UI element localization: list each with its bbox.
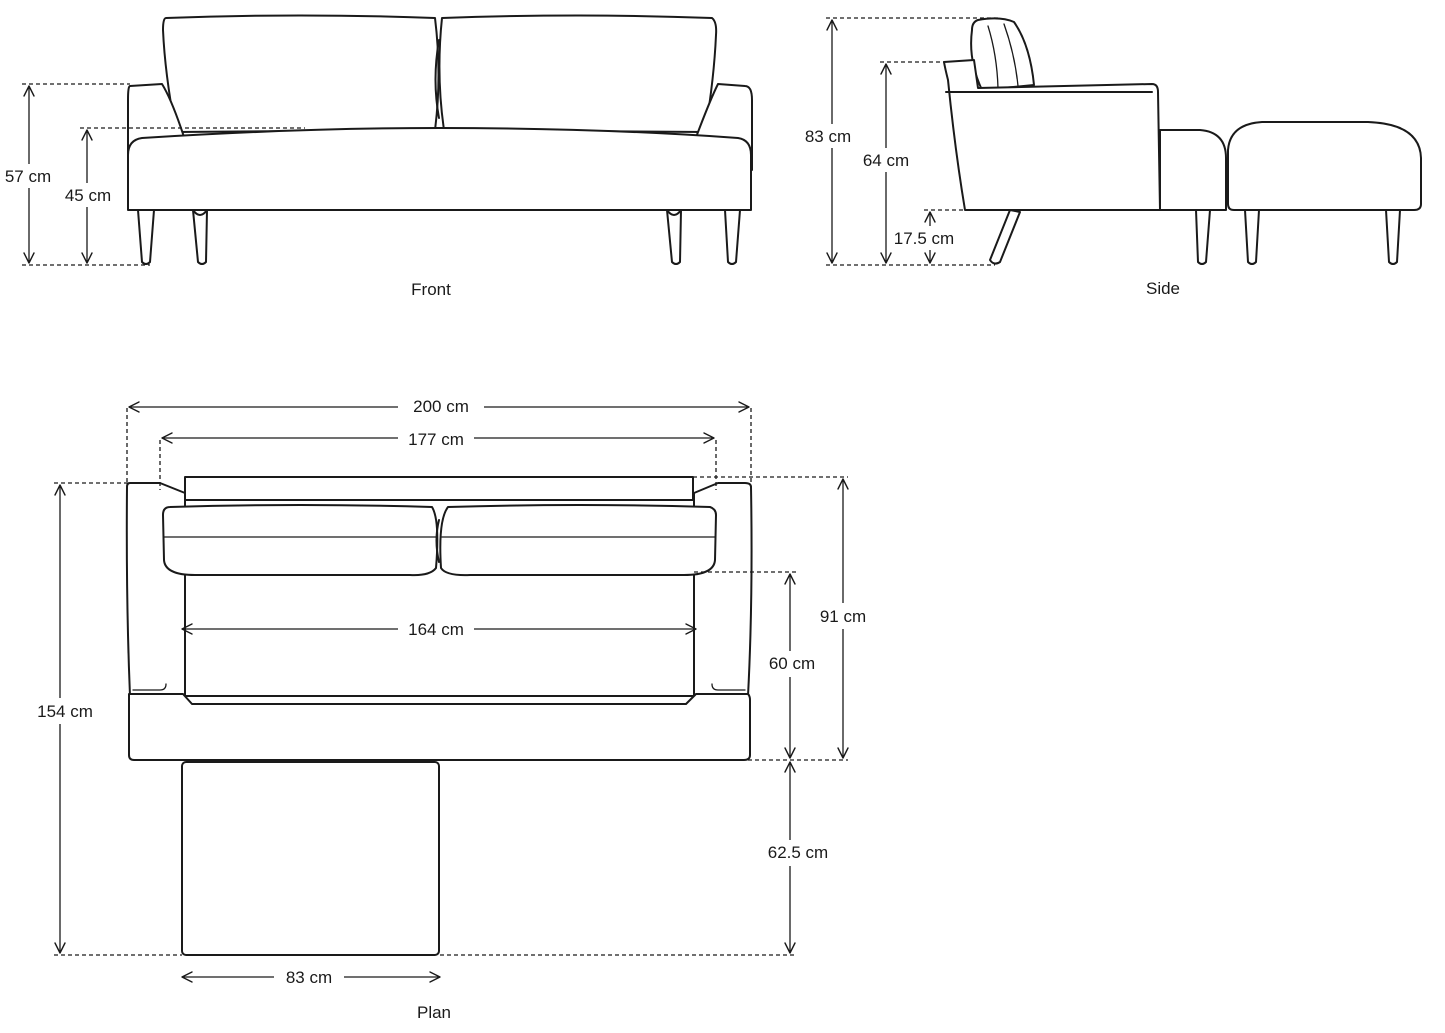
plan-sofa-depth-label: 91 cm — [820, 607, 866, 626]
plan-ottoman-width-label: 83 cm — [286, 968, 332, 987]
side-ottoman — [1227, 121, 1422, 211]
front-seat-height-label: 45 cm — [65, 186, 111, 205]
plan-view-title: Plan — [417, 1003, 451, 1022]
side-seat-front — [1159, 129, 1227, 211]
plan-total-width-label: 200 cm — [413, 397, 469, 416]
front-seat — [127, 127, 752, 211]
front-total-height-label: 57 cm — [5, 167, 51, 186]
front-view-title: Front — [411, 280, 451, 299]
side-sofa-body — [943, 59, 1161, 211]
side-arm-height-label: 64 cm — [863, 151, 909, 170]
plan-seat-front — [128, 693, 751, 761]
plan-ottoman-depth-label: 62.5 cm — [768, 843, 828, 862]
side-view: 83 cm 64 cm 17.5 cm Side — [800, 17, 1422, 298]
plan-view: 200 cm 177 cm 164 cm 83 cm 154 cm 91 cm … — [32, 394, 871, 1022]
side-back-cushion — [970, 17, 1035, 91]
plan-seat-width-label: 164 cm — [408, 620, 464, 639]
side-leg-height-label: 17.5 cm — [894, 229, 954, 248]
side-view-title: Side — [1146, 279, 1180, 298]
plan-back-cushion-right — [439, 504, 717, 577]
front-view: 57 cm 45 cm Front — [2, 14, 753, 299]
plan-back-cushion-left — [162, 504, 439, 577]
plan-ottoman — [181, 761, 440, 956]
front-back-cushion-right — [438, 14, 718, 133]
plan-back-width-label: 177 cm — [408, 430, 464, 449]
front-legs — [137, 209, 741, 265]
plan-seat-depth-label: 60 cm — [769, 654, 815, 673]
side-back-height-label: 83 cm — [805, 127, 851, 146]
front-back-cushion-left — [162, 14, 440, 133]
plan-total-depth-label: 154 cm — [37, 702, 93, 721]
